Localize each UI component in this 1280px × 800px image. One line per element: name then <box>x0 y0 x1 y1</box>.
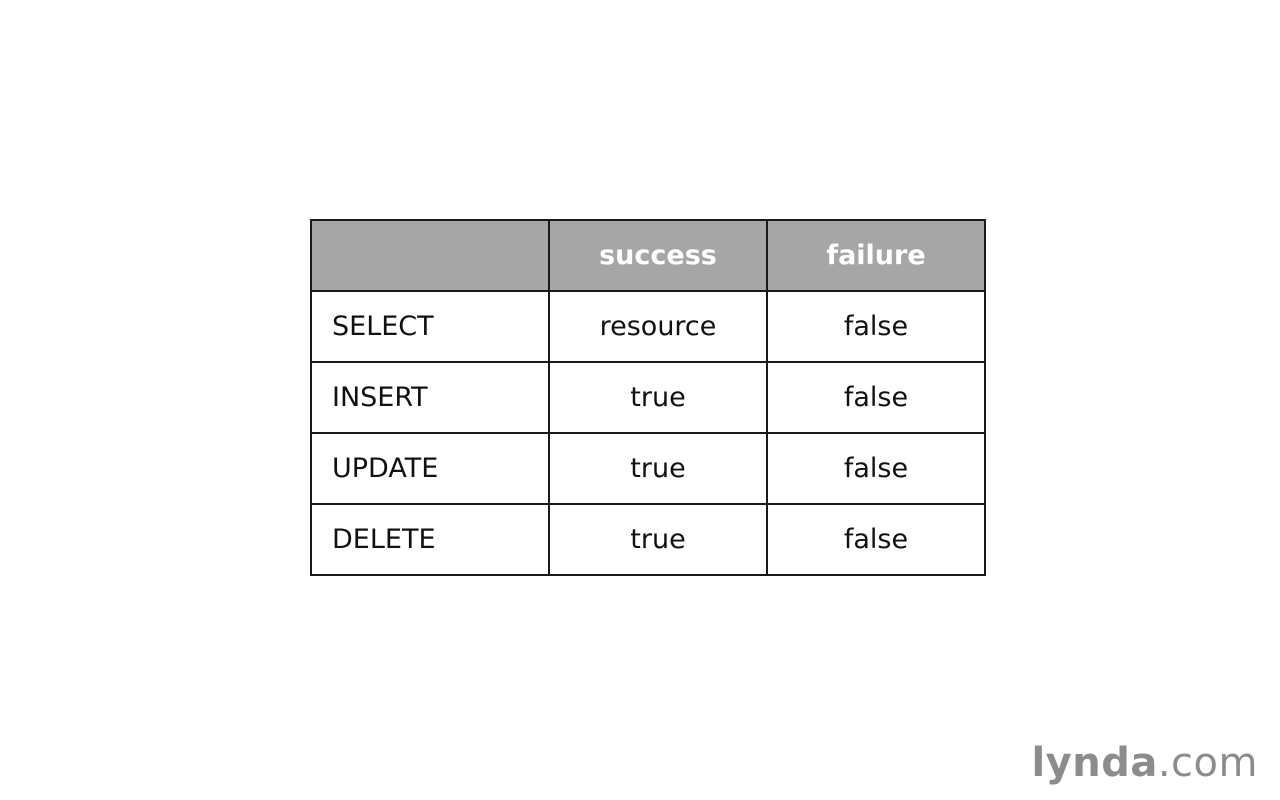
table-row: INSERT true false <box>310 361 986 434</box>
table-row: SELECT resource false <box>310 290 986 363</box>
failure-value: false <box>766 432 986 505</box>
row-label-update: UPDATE <box>310 432 550 505</box>
success-value: true <box>548 432 768 505</box>
success-value: resource <box>548 290 768 363</box>
lynda-logo: lynda.com <box>1031 740 1258 786</box>
query-result-table: success failure SELECT resource false IN… <box>310 219 986 576</box>
logo-name: lynda <box>1031 740 1158 786</box>
table-header-row: success failure <box>310 219 986 292</box>
row-label-delete: DELETE <box>310 503 550 576</box>
table-row: UPDATE true false <box>310 432 986 505</box>
header-cell-success: success <box>548 219 768 292</box>
success-value: true <box>548 503 768 576</box>
failure-value: false <box>766 290 986 363</box>
failure-value: false <box>766 361 986 434</box>
table-row: DELETE true false <box>310 503 986 576</box>
row-label-select: SELECT <box>310 290 550 363</box>
success-value: true <box>548 361 768 434</box>
logo-tld: .com <box>1157 740 1258 786</box>
row-label-insert: INSERT <box>310 361 550 434</box>
header-cell-empty <box>310 219 550 292</box>
header-cell-failure: failure <box>766 219 986 292</box>
failure-value: false <box>766 503 986 576</box>
